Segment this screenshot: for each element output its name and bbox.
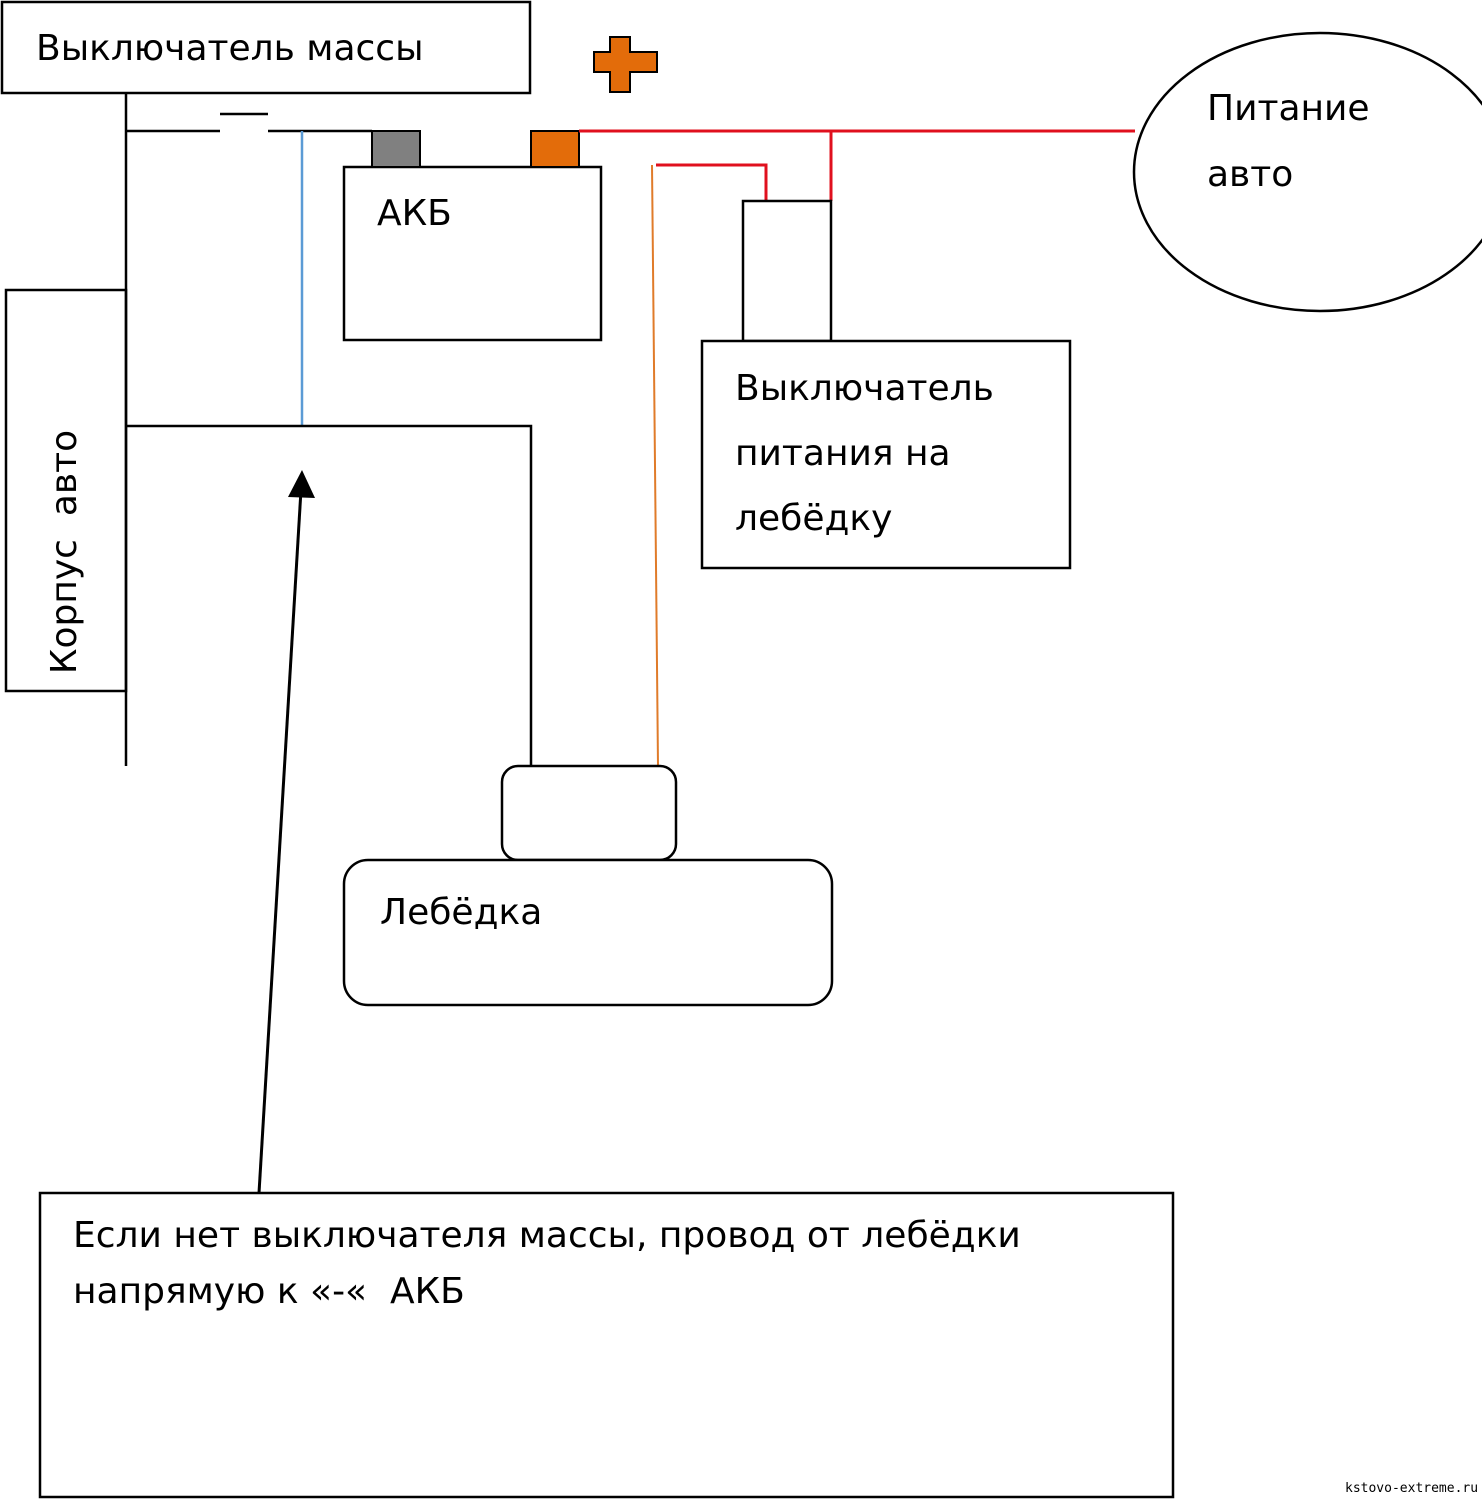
winch-label: Лебёдка (380, 892, 543, 933)
car-power-label: Питание авто (1207, 88, 1370, 195)
positive-terminal (530, 130, 580, 168)
mass-switch-box (0, 0, 532, 95)
winch-ground-wire (126, 424, 533, 766)
car-body-box (4, 288, 128, 693)
battery-box (342, 165, 603, 342)
mass-switch-label: Выключатель массы (36, 28, 424, 69)
car-power-circle (1132, 31, 1482, 313)
negative-terminal (371, 130, 421, 168)
winch-switch-box (700, 339, 1072, 570)
plus-icon (593, 36, 658, 93)
winch-switch-label: Выключатель питания на лебёдку (735, 368, 994, 539)
battery-label: АКБ (377, 193, 452, 234)
winch-feed-wire (651, 164, 659, 767)
winch-switch-top (741, 199, 833, 343)
note-text: Если нет выключателя массы, провод от ле… (73, 1215, 1033, 1312)
car-body-label: Корпус авто (44, 429, 85, 675)
winch-terminal-box (500, 764, 678, 862)
watermark: kstovo-extreme.ru (1345, 1481, 1479, 1496)
note-arrow-line (257, 489, 303, 1194)
winch-body-box (342, 858, 834, 1007)
note-box (38, 1191, 1175, 1499)
switch-output-wire (656, 163, 768, 201)
note-arrow-head (288, 470, 315, 498)
